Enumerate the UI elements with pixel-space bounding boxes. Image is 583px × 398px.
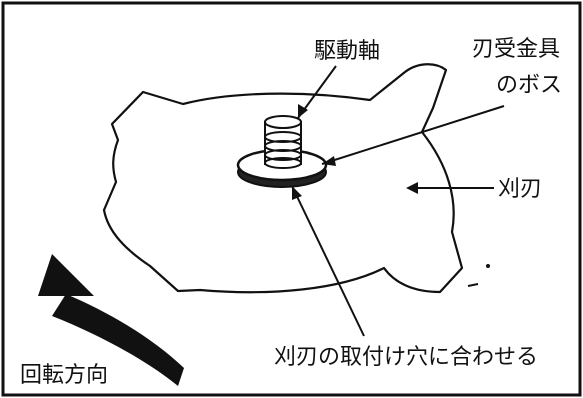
leader-alignment [291, 185, 365, 337]
label-boss-line1: 刃受金具 [472, 37, 560, 62]
rotation-direction-arrow [38, 254, 184, 386]
label-boss-line2: のボス [496, 73, 562, 98]
arrowhead-boss [322, 156, 336, 166]
leader-lines [291, 65, 505, 337]
arrowhead-blade [406, 182, 418, 194]
leader-arrowheads [292, 104, 418, 200]
label-drive-shaft: 駆動軸 [314, 39, 380, 64]
drive-shaft [264, 115, 302, 169]
label-rotation-direction: 回転方向 [20, 363, 108, 388]
dash-mark [467, 283, 479, 287]
arrowhead-drive-shaft [298, 104, 308, 118]
dot-mark [486, 264, 490, 268]
label-alignment-note: 刈刃の取付け穴に合わせる [274, 345, 538, 370]
label-cutting-blade: 刈刃 [498, 177, 542, 202]
leader-boss [321, 105, 505, 165]
arrowhead-alignment [292, 186, 302, 200]
